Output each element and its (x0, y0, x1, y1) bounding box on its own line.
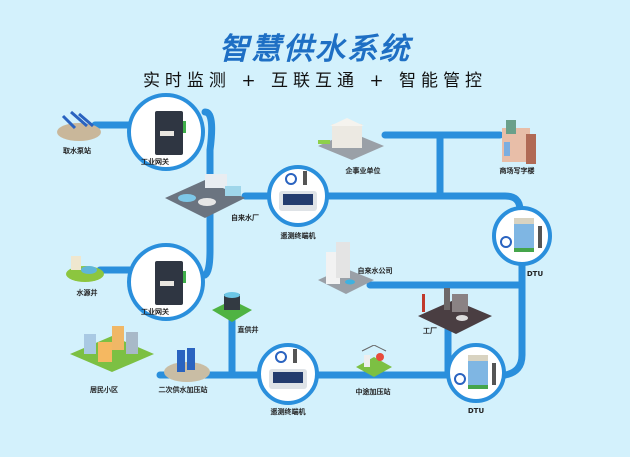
waterworks-label: 自来水厂 (231, 214, 259, 222)
gateway-top-label: 工业网关 (141, 158, 169, 166)
telemetry-terminal-icon (279, 191, 317, 211)
water-well-icon (65, 254, 105, 288)
water-plant-icon (165, 168, 245, 228)
pump-station-icon (55, 108, 103, 148)
terminal-bottom-label: 遥测终端机 (270, 408, 306, 416)
terminal-top-label: 遥测终端机 (280, 232, 316, 240)
midway-booster-label: 中途加压站 (355, 388, 391, 396)
page-subtitle: 实时监测 + 互联互通 + 智能管控 (142, 71, 488, 91)
factory-icon (418, 286, 492, 338)
enterprise-label: 企事业单位 (345, 167, 381, 175)
industrial-gateway-icon (155, 261, 186, 305)
direct-well-label: 直供井 (237, 326, 259, 334)
dtu-device-icon (468, 355, 488, 389)
intake-pump-station-label: 取水泵站 (63, 147, 91, 155)
residential-label: 居民小区 (90, 386, 118, 394)
secondary-booster-label: 二次供水加压站 (158, 386, 208, 394)
water-source-well-label: 水源井 (76, 289, 98, 297)
dtu-device-icon (514, 218, 534, 252)
factory-label: 工厂 (423, 327, 437, 335)
office-building-icon (500, 118, 540, 170)
gateway-bottom-label: 工业网关 (141, 308, 169, 316)
pipe-gateway-waterworks (201, 108, 216, 179)
water-tank-icon (212, 292, 252, 326)
dtu-top-label: DTU (526, 270, 544, 278)
pipe-main-top (321, 192, 524, 214)
residential-area-icon (70, 322, 154, 376)
page-title: 智慧供水系统 (219, 32, 411, 67)
company-tower-icon (318, 240, 374, 300)
pipe-waterworks-gateway2 (201, 206, 214, 279)
government-building-icon (318, 118, 384, 164)
midway-booster-icon (356, 344, 392, 383)
water-company-label: 自来水公司 (357, 267, 393, 275)
dtu-bottom-label: DTU (467, 407, 485, 415)
booster-station-icon (163, 346, 211, 388)
commercial-label: 商场写字楼 (499, 167, 535, 175)
telemetry-terminal-icon (269, 369, 307, 389)
pipe-dtu-vertical (501, 251, 526, 379)
industrial-gateway-icon (155, 111, 186, 155)
